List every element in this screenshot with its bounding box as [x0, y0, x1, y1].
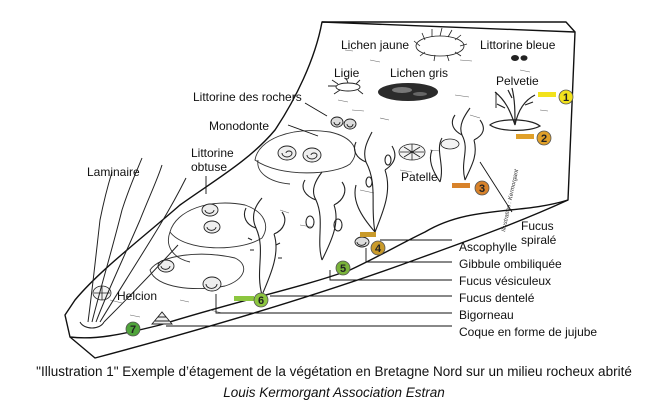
zone-bar-2 — [516, 134, 534, 139]
label-ascophylle: Ascophylle — [459, 240, 517, 254]
zone-circle-2 — [536, 130, 552, 146]
shore-texture — [109, 49, 549, 318]
monodonte-drawing — [277, 145, 322, 163]
label-pelvetie: Pelvetie — [496, 74, 539, 88]
label-ligie: Ligie — [334, 66, 360, 80]
caption-title: "Illustration 1" Exemple d’étagement de … — [36, 364, 632, 379]
littorine-bleue-drawing — [511, 55, 528, 61]
zone-circle-4 — [370, 240, 386, 256]
zone-marker-3: 3 — [452, 180, 490, 196]
label-lichen-jaune: Lichen jaune — [341, 38, 409, 52]
ligie-drawing — [328, 77, 364, 95]
zone-number-7: 7 — [130, 324, 136, 336]
leader-arrows — [166, 92, 513, 327]
zone-markers: 1 2 3 4 5 6 7 — [125, 89, 574, 337]
label-fucus-dentele: Fucus dentelé — [459, 291, 535, 305]
rock-outlines — [149, 130, 356, 290]
lichen-gris-drawing — [378, 83, 438, 101]
laminaire-drawing — [79, 157, 187, 329]
zone-circle-1 — [558, 89, 574, 105]
zone-number-4: 4 — [375, 243, 382, 255]
label-coque: Coque en forme de jujube — [459, 325, 597, 339]
pelvetie-drawing — [489, 87, 542, 131]
zone-number-3: 3 — [479, 183, 485, 195]
littorine-obtuse-drawing — [201, 203, 221, 234]
zone-marker-1: 1 — [538, 89, 574, 105]
shore-block — [64, 21, 576, 359]
fucus-vesiculeux-drawing — [302, 171, 346, 261]
ascophylle-drawing — [353, 131, 396, 233]
zone-bar-6 — [234, 296, 254, 301]
label-monodonte: Monodonte — [209, 119, 269, 133]
zone-circle-6 — [253, 292, 269, 308]
label-littorine-bleue: Littorine bleue — [480, 38, 556, 52]
species-labels: Lichen jaune Littorine bleue Ligie Liche… — [87, 38, 597, 339]
zone-marker-4: 4 — [360, 232, 386, 256]
label-fucus-vesiculeux: Fucus vésiculeux — [459, 274, 551, 288]
label-littorine-des-rochers: Littorine des rochers — [193, 90, 302, 104]
label-lichen-gris: Lichen gris — [390, 66, 448, 80]
zone-number-1: 1 — [563, 92, 569, 104]
zone-marker-7: 7 — [125, 321, 141, 337]
label-bigorneau: Bigorneau — [459, 308, 514, 322]
zone-number-6: 6 — [258, 295, 264, 307]
zone-marker-5: 5 — [335, 260, 351, 276]
zone-bar-1 — [538, 92, 556, 97]
label-patelle: Patelle — [401, 170, 438, 184]
label-gibbule: Gibbule ombiliquée — [459, 257, 562, 271]
lichen-jaune-drawing — [413, 27, 468, 62]
bigorneau-drawing — [157, 259, 222, 292]
zone-marker-6: 6 — [234, 292, 269, 308]
fucus-spirale-drawing — [429, 107, 484, 183]
zone-number-2: 2 — [541, 133, 547, 145]
zone-bar-4 — [360, 232, 376, 237]
label-laminaire: Laminaire — [87, 165, 140, 179]
zone-number-5: 5 — [340, 263, 346, 275]
coque-drawing — [151, 311, 173, 325]
fucus-dentele-drawing — [243, 197, 286, 296]
patelle-drawing — [398, 138, 460, 161]
zone-bar-3 — [452, 183, 470, 188]
artist-signature: Illustration : Kermorgant — [501, 169, 520, 233]
zone-circle-5 — [335, 260, 351, 276]
gibbule-drawing — [354, 236, 370, 248]
zone-circle-7 — [125, 321, 141, 337]
caption-credit: Louis Kermorgant Association Estran — [223, 385, 445, 400]
label-helcion: Helcion — [117, 289, 157, 303]
zone-circle-3 — [474, 180, 490, 196]
zone-marker-2: 2 — [516, 130, 552, 146]
littorine-des-rochers-drawing — [330, 116, 357, 130]
